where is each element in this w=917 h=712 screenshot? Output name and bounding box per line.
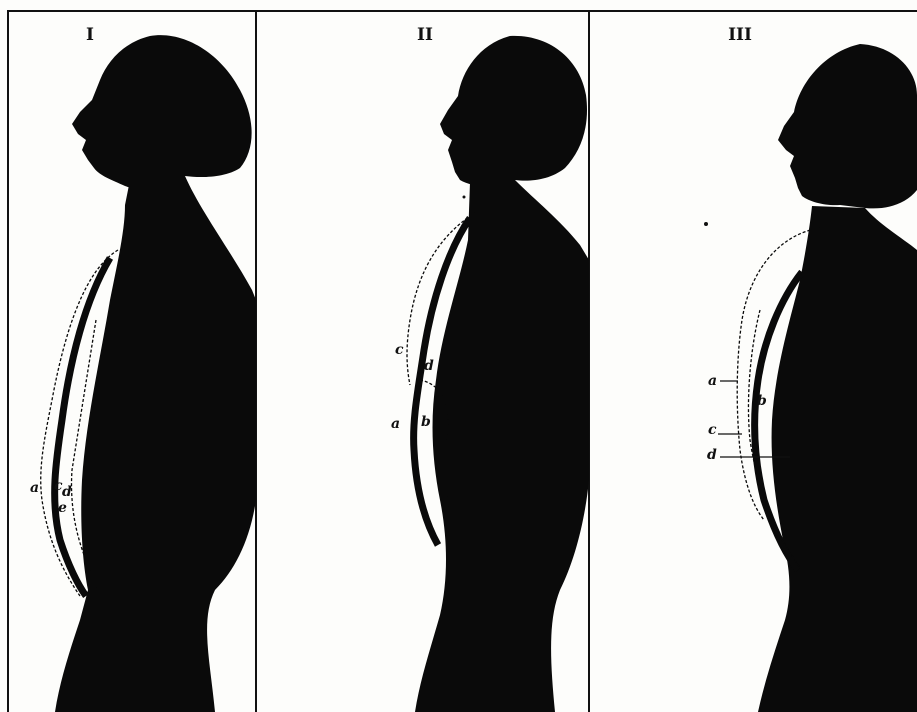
silhouette-1-body [55, 176, 256, 712]
panel-1-label-d: d [62, 484, 72, 500]
silhouette-3-head [778, 44, 917, 208]
panel-3-label-c: c [708, 422, 717, 438]
silhouette-1-head [72, 35, 252, 189]
panel-1-numeral: I [86, 25, 94, 45]
panel-2-label-b: b [421, 414, 431, 430]
ink-speck [704, 222, 708, 226]
panel-3-label-a: a [708, 373, 717, 389]
panel-2-label-a: a [391, 416, 400, 432]
silhouette-2-body [415, 180, 589, 712]
panel-3-numeral: III [728, 25, 752, 45]
panel-1-label-a: a [30, 480, 39, 496]
panel-3-label-d: d [707, 447, 717, 463]
panel-2-numeral: II [417, 25, 433, 45]
panel-2-label-d: d [424, 358, 434, 374]
panel-2: II c d a b [391, 25, 589, 712]
ink-speck [463, 196, 466, 199]
silhouette-3-body [758, 206, 917, 712]
panel-1: I a c d e [30, 25, 256, 712]
panel-3: III a b c d [707, 25, 917, 712]
panel-2-label-c: c [395, 342, 404, 358]
panel-3-label-b: b [757, 393, 767, 409]
silhouette-2-head [440, 36, 587, 186]
panel-1-label-e: e [58, 500, 67, 516]
